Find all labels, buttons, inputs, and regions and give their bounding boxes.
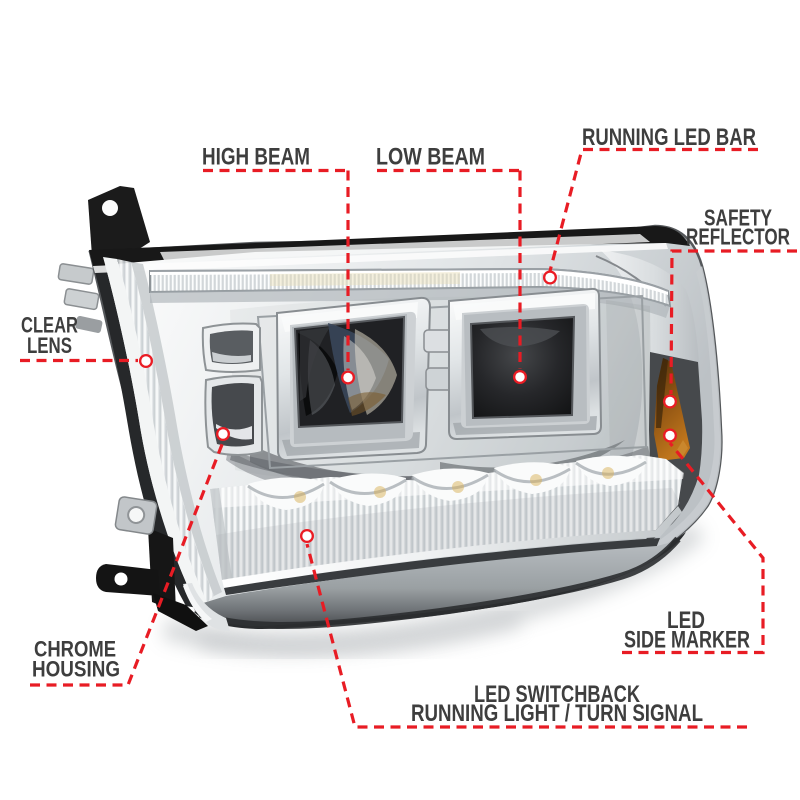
svg-text:SIDE MARKER: SIDE MARKER xyxy=(624,627,750,654)
svg-text:HOUSING: HOUSING xyxy=(32,657,120,682)
svg-text:HIGH BEAM: HIGH BEAM xyxy=(202,144,310,171)
svg-text:LED SWITCHBACK: LED SWITCHBACK xyxy=(474,681,641,708)
svg-text:RUNNING LED BAR: RUNNING LED BAR xyxy=(582,124,756,151)
svg-text:SAFETY: SAFETY xyxy=(704,205,772,231)
svg-text:LENS: LENS xyxy=(27,333,72,358)
svg-text:LOW BEAM: LOW BEAM xyxy=(376,144,485,171)
svg-text:CHROME: CHROME xyxy=(34,637,116,662)
svg-text:LED: LED xyxy=(667,607,705,634)
svg-text:REFLECTOR: REFLECTOR xyxy=(686,224,790,250)
svg-text:RUNNING LIGHT / TURN SIGNAL: RUNNING LIGHT / TURN SIGNAL xyxy=(411,700,703,727)
svg-text:CLEAR: CLEAR xyxy=(21,313,78,338)
